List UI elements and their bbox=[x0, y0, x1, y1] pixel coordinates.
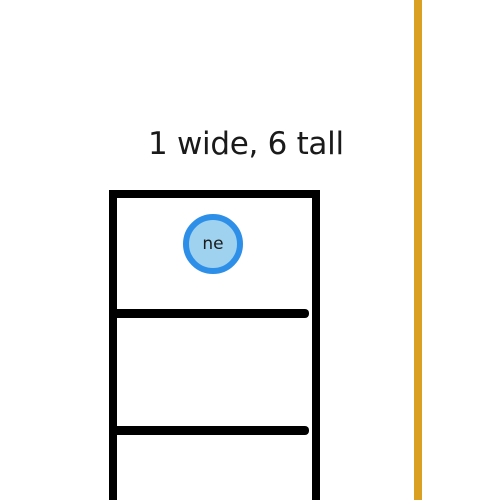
divider-line bbox=[414, 0, 422, 500]
ne-marker: ne bbox=[183, 214, 243, 274]
grid-size-caption: 1 wide, 6 tall bbox=[148, 126, 344, 162]
grid-column bbox=[109, 190, 320, 500]
grid-row-divider-2 bbox=[112, 426, 309, 435]
grid-row-divider-1 bbox=[112, 309, 309, 318]
marker-label: ne bbox=[202, 234, 224, 254]
